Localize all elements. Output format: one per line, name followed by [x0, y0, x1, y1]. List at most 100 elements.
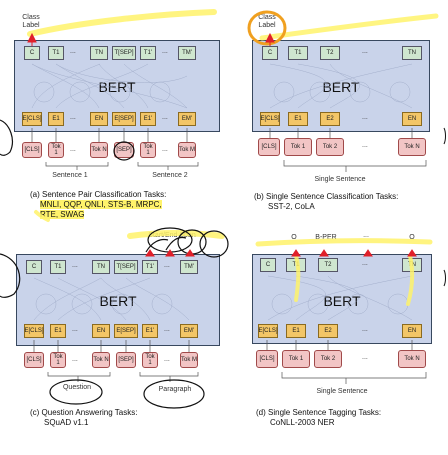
panel-c-top-token: T1' [142, 260, 158, 274]
panel-c-input-token: Tok 1 [142, 352, 158, 368]
panel-d-caption-line2: CoNLL-2003 NER [270, 418, 335, 427]
panel-c-caption: (c) Question Answering Tasks: SQuAD v1.1 [30, 408, 230, 428]
panel-a-top-token: C [24, 46, 40, 60]
panel-c-emb-token: E[SEP] [114, 324, 138, 338]
panel-b-emb-token: E2 [320, 112, 340, 126]
panel-a-input-dots: ... [162, 146, 168, 153]
panel-c-input-token: Tok M [180, 352, 198, 368]
panel-c-emb-token: EM' [180, 324, 198, 338]
panel-d-top-token: T2 [318, 258, 338, 272]
panel-a-sentence1-label: Sentence 1 [52, 172, 88, 179]
panel-c-caption-line1: (c) Question Answering Tasks: [30, 408, 138, 417]
panel-a-top-token: T1' [140, 46, 156, 60]
panel-b-input-dots: ... [362, 142, 368, 149]
panel-a-emb-token: EN [90, 112, 108, 126]
panel-b-top-token: T2 [320, 46, 340, 60]
panel-b-emb-token: E1 [288, 112, 308, 126]
panel-d-top-token: TN [402, 258, 422, 272]
panel-c-input-token: [SEP] [116, 352, 136, 368]
panel-b-input-token: [CLS] [258, 138, 280, 156]
panel-a-emb-token: EM' [178, 112, 196, 126]
panel-a-top-dots: ... [162, 48, 168, 55]
panel-b-input-token: Tok 2 [316, 138, 344, 156]
panel-c-paragraph-label: Paragraph [158, 386, 192, 393]
panel-a-class-label: Class Label [22, 14, 40, 29]
panel-d-input-token: Tok N [398, 350, 426, 368]
panel-a-emb-token: E1 [48, 112, 64, 126]
panel-b-input-token: Tok 1 [284, 138, 312, 156]
panel-c-top-dots: ... [164, 262, 170, 269]
panel-b-sentence-label: Single Sentence [314, 176, 366, 183]
panel-a-input-token: Tok M [178, 142, 196, 158]
panel-d-emb-token: E[CLS] [258, 324, 278, 338]
panel-c-emb-token: E1 [50, 324, 66, 338]
panel-a-top-token: T[SEP] [112, 46, 136, 60]
panel-d-sentence-label: Single Sentence [316, 388, 368, 395]
panel-c-input-token: Tok 1 [50, 352, 66, 368]
panel-a-input-token: [CLS] [22, 142, 42, 158]
panel-a-caption-line3: RTE, SWAG [30, 210, 230, 220]
panel-c-input-token: [CLS] [24, 352, 44, 368]
panel-a-top-token: TM' [178, 46, 196, 60]
panel-d-out-label: ... [363, 232, 369, 239]
panel-b-emb-token: E[CLS] [260, 112, 280, 126]
panel-a-caption: (a) Sentence Pair Classification Tasks: … [30, 190, 230, 220]
panel-a-input-token: [SEP] [114, 142, 134, 158]
panel-c-caption-line2: SQuAD v1.1 [44, 418, 89, 427]
panel-b-top-token: TN [402, 46, 422, 60]
panel-a-top-token: TN [90, 46, 108, 60]
panel-a-emb-token: E1' [140, 112, 156, 126]
panel-c-start-end-label: Start/End Span [148, 232, 196, 239]
panel-b-caption: (b) Single Sentence Classification Tasks… [254, 192, 444, 212]
panel-a-emb-dots: ... [70, 114, 76, 121]
panel-d-input-token: Tok 2 [314, 350, 342, 368]
panel-c-top-token: T[SEP] [114, 260, 138, 274]
panel-a-bert-title: BERT [98, 79, 136, 95]
panel-d-emb-token: E1 [286, 324, 306, 338]
panel-b-caption-line2: SST-2, CoLA [268, 202, 315, 211]
panel-a-top-dots: ... [70, 48, 76, 55]
panel-a-top-token: T1 [48, 46, 64, 60]
panel-c-top-token: C [26, 260, 42, 274]
panel-b-input-token: Tok N [398, 138, 426, 156]
panel-d-input-dots: ... [362, 354, 368, 361]
panel-d-emb-token: EN [402, 324, 422, 338]
margin-marks [443, 127, 446, 287]
panel-a-caption-line2-text: MNLI, QQP, QNLI, STS-B, MRPC, [40, 200, 162, 209]
panel-d-out-label: B-PER [315, 234, 337, 241]
panel-b-class-label: Class Label [258, 14, 276, 29]
panel-c-input-token: Tok N [92, 352, 110, 368]
panel-d-out-label: O [409, 234, 415, 241]
panel-d-caption: (d) Single Sentence Tagging Tasks: CoNLL… [256, 408, 444, 428]
panel-c-bert-title: BERT [99, 293, 137, 309]
panel-a-caption-line3-text: RTE, SWAG [40, 210, 85, 219]
panel-c-emb-token: E1' [142, 324, 158, 338]
panel-c-emb-dots: ... [72, 326, 78, 333]
panel-a-caption-line2: MNLI, QQP, QNLI, STS-B, MRPC, [30, 200, 230, 210]
panel-c-top-token: TN [92, 260, 110, 274]
panel-a-input-token: Tok 1 [48, 142, 64, 158]
panel-c-emb-token: EN [92, 324, 110, 338]
panel-b-emb-token: EN [402, 112, 422, 126]
panel-d-bert-title: BERT [323, 293, 361, 309]
panel-b-top-token: C [262, 46, 278, 60]
panel-a-input-token: Tok 1 [140, 142, 156, 158]
panel-a-emb-token: E[CLS] [22, 112, 42, 126]
panel-a-caption-line1: (a) Sentence Pair Classification Tasks: [30, 190, 167, 199]
panel-d-emb-token: E2 [318, 324, 338, 338]
panel-d-input-token: [CLS] [256, 350, 278, 368]
panel-d-caption-line1: (d) Single Sentence Tagging Tasks: [256, 408, 382, 417]
panel-c-top-token: T1 [50, 260, 66, 274]
panel-c-question-label: Question [62, 384, 92, 391]
panel-c-input-dots: ... [72, 356, 78, 363]
panel-c-top-dots: ... [72, 262, 78, 269]
panel-d-top-token: C [260, 258, 276, 272]
panel-d-top-dots: ... [362, 260, 368, 267]
panel-a-input-token: Tok N [90, 142, 108, 158]
panel-c-emb-token: E[CLS] [24, 324, 44, 338]
panel-a-sentence2-label: Sentence 2 [152, 172, 188, 179]
panel-c-emb-dots: ... [164, 326, 170, 333]
panel-a-emb-token: E[SEP] [112, 112, 136, 126]
panel-d-out-label: O [291, 234, 297, 241]
panel-a-emb-dots: ... [162, 114, 168, 121]
